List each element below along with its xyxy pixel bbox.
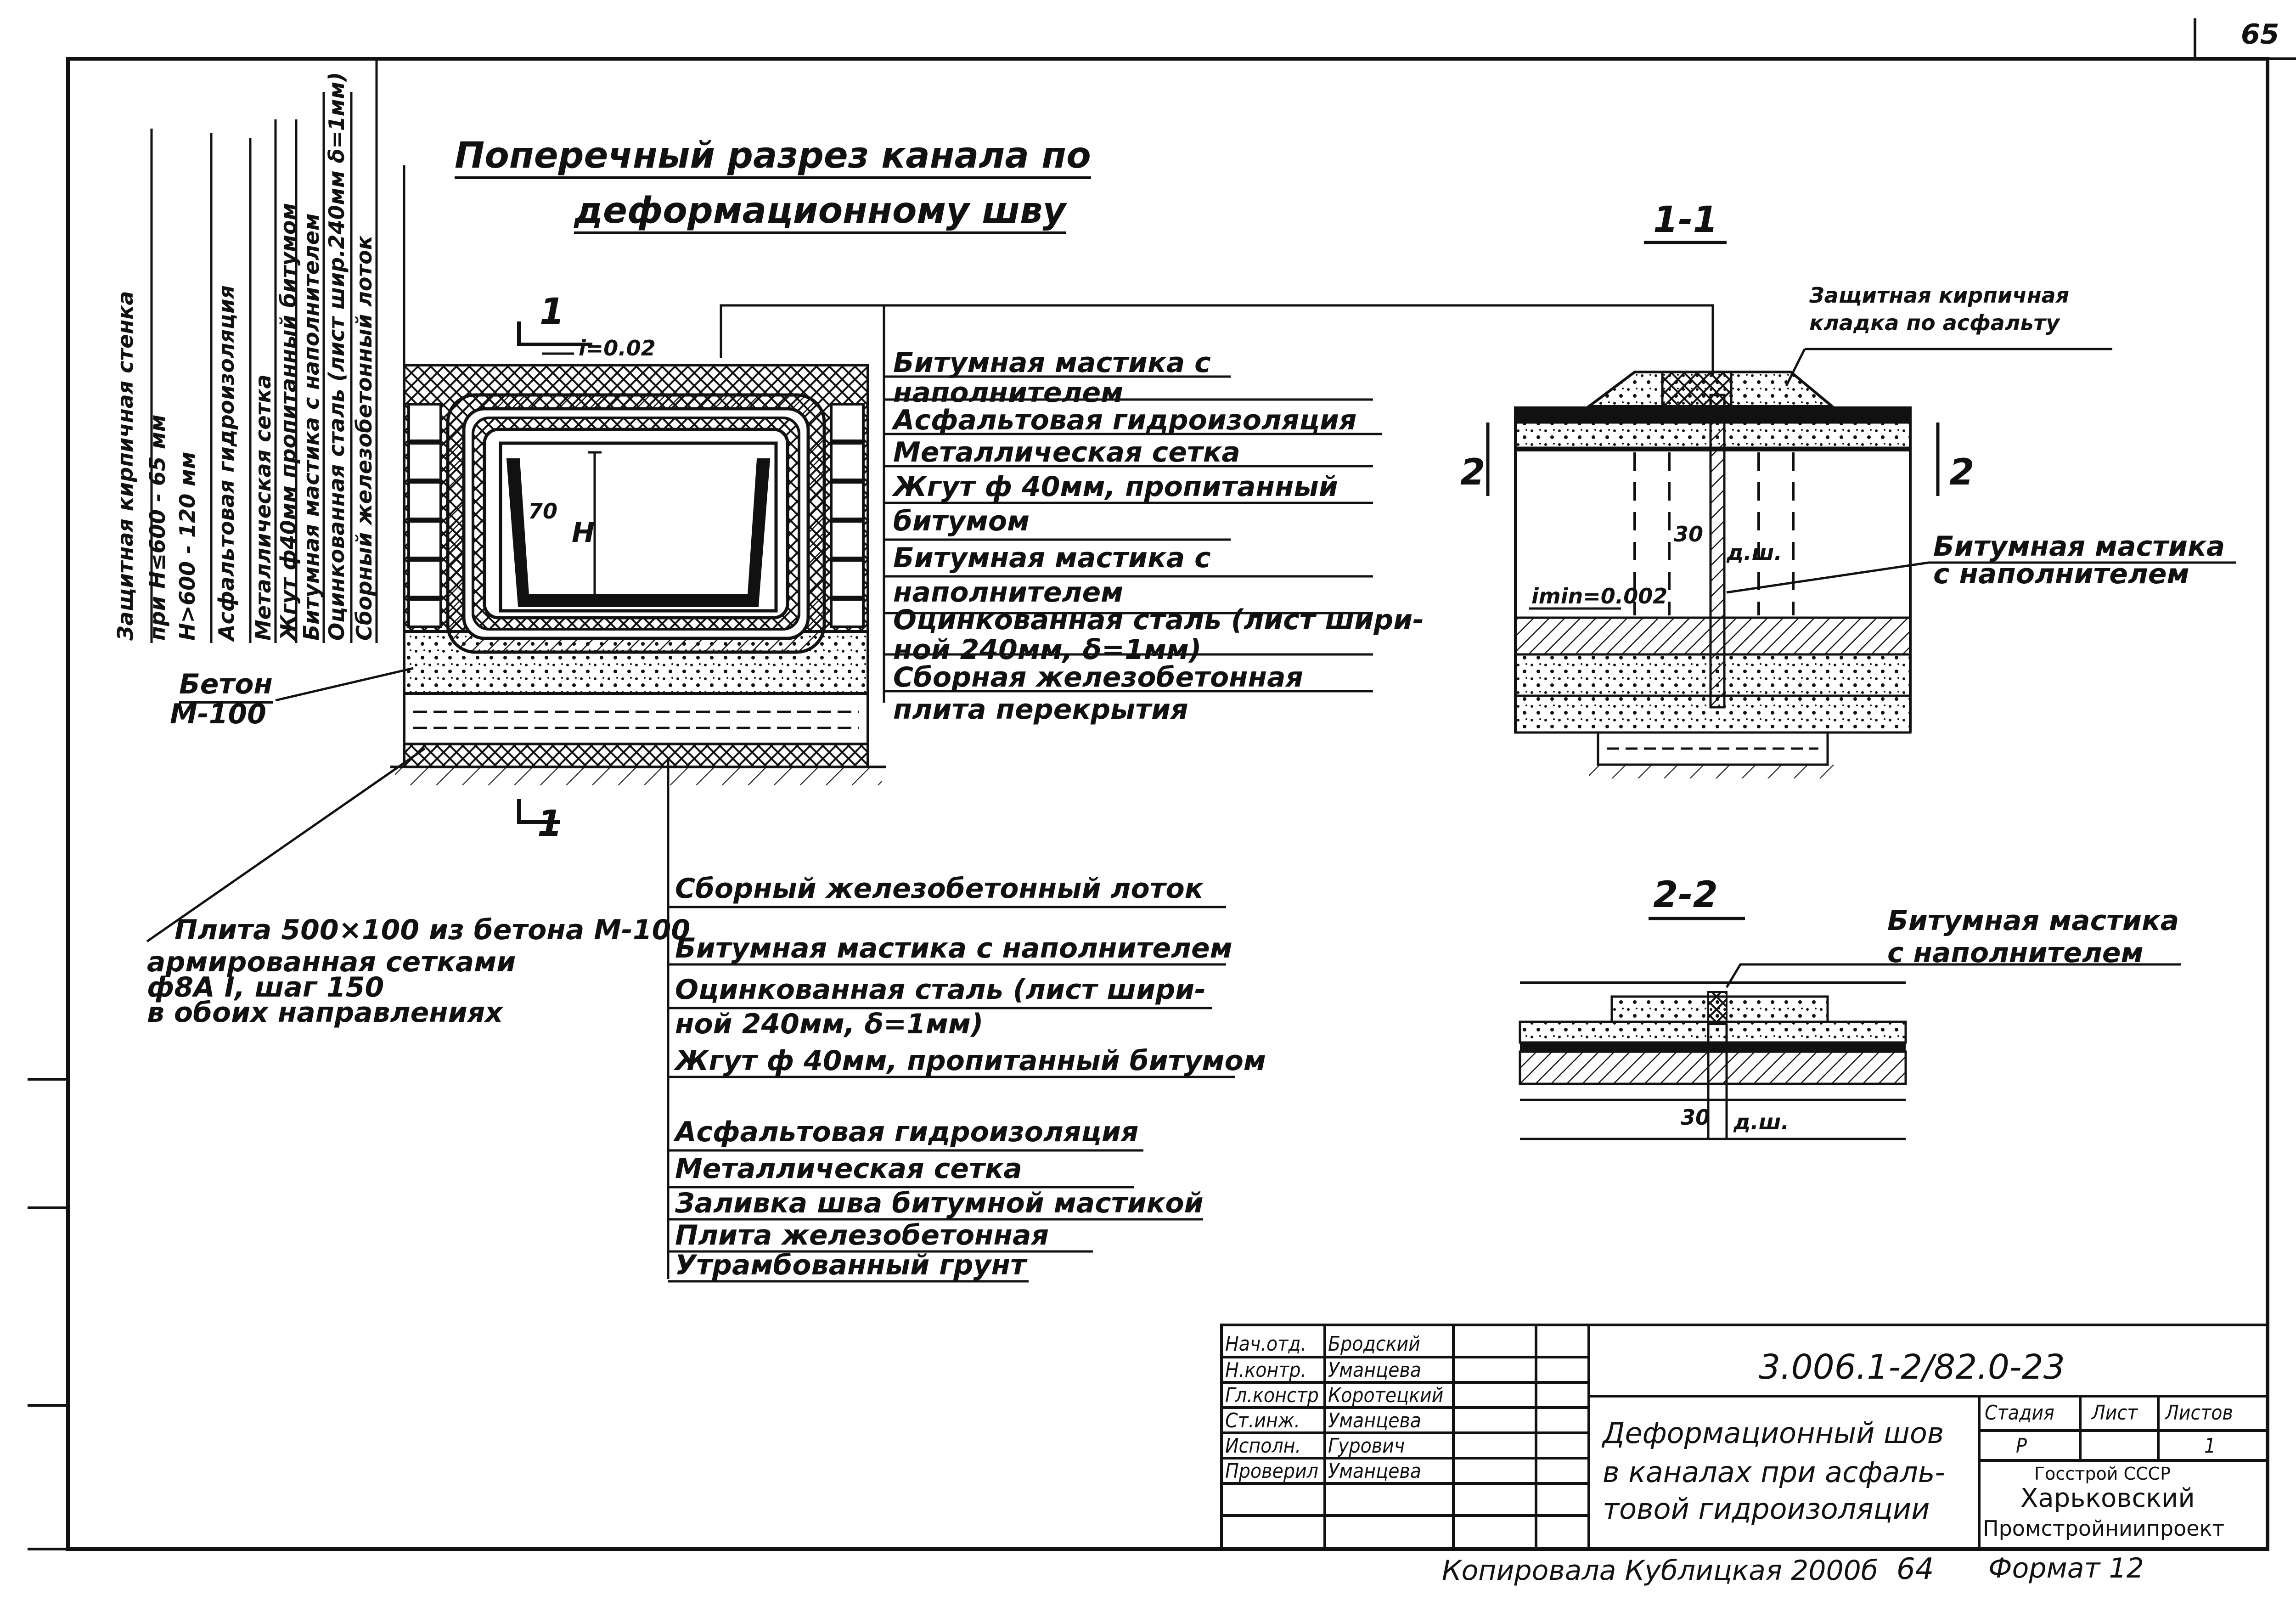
right-callout-5: битумом bbox=[893, 505, 1030, 537]
tb-name-3: Уманцева bbox=[1328, 1409, 1422, 1432]
right-callout-9: ной 240мм, δ=1мм) bbox=[893, 634, 1202, 666]
tb-name-4: Гурович bbox=[1328, 1434, 1405, 1458]
section-2-2-title: 2-2 bbox=[1653, 874, 1718, 916]
brick-wall-right bbox=[830, 403, 865, 628]
cut-marker-bottom: 1 bbox=[537, 803, 563, 845]
vertical-label-wall-h2: H>600 - 120 мм bbox=[175, 451, 200, 641]
title-block-grid bbox=[1220, 1324, 2269, 1550]
drawing-title-line2: деформационному шву bbox=[574, 193, 1066, 234]
right-callout-11: плита перекрытия bbox=[893, 693, 1188, 726]
tb-name-2: Коротецкий bbox=[1328, 1384, 1444, 1407]
bottom-callout-5: Асфальтовая гидроизоляция bbox=[675, 1116, 1139, 1148]
tb-sheets-value: 1 bbox=[2204, 1434, 2216, 1458]
plate-note-line2: армированная сетками bbox=[147, 946, 516, 978]
tb-role-3: Ст.инж. bbox=[1225, 1409, 1300, 1432]
vertical-label-hydro: Асфальтовая гидроизоляция bbox=[214, 285, 239, 641]
vertical-label-mastic: Битумная мастика с наполнителем bbox=[299, 213, 324, 641]
tb-org-3: Промстройниипроект bbox=[1983, 1516, 2225, 1541]
vertical-label-wall-h1: при H≤600 - 65 мм bbox=[145, 414, 170, 641]
dim-small: 70 bbox=[528, 499, 558, 524]
bottom-callout-2: Оцинкованная сталь (лист шири- bbox=[675, 974, 1206, 1006]
right-callout-6: Битумная мастика с bbox=[893, 542, 1211, 574]
section-2-2-dim-30: 30 bbox=[1681, 1105, 1711, 1130]
plate-note-line4: в обоих направлениях bbox=[147, 997, 503, 1029]
section-1-1-slope: imin=0.002 bbox=[1531, 584, 1668, 609]
right-callout-7: наполнителем bbox=[893, 576, 1124, 609]
tb-sheets-label: Листов bbox=[2165, 1401, 2233, 1425]
tb-name-1: Уманцева bbox=[1328, 1358, 1422, 1382]
tb-drawing-title-1: Деформационный шов bbox=[1603, 1416, 1944, 1450]
right-callout-3: Металлическая сетка bbox=[893, 436, 1240, 468]
slope-label: i=0.02 bbox=[579, 336, 656, 361]
section-1-1-left-mark: 2 bbox=[1460, 452, 1486, 493]
vertical-label-cord: Жгут ф40мм пропитанный битумом bbox=[276, 203, 301, 641]
vertical-label-wall: Защитная кирпичная стенка bbox=[113, 291, 138, 641]
tb-role-2: Гл.констр bbox=[1225, 1384, 1319, 1407]
plate-note-line1: Плита 500×100 из бетона М-100 bbox=[174, 914, 691, 946]
vertical-label-steel: Оцинкованная сталь (лист шир.240мм δ=1мм… bbox=[324, 72, 349, 641]
right-callout-10: Сборная железобетонная bbox=[893, 661, 1304, 693]
bottom-callout-4: Жгут ф 40мм, пропитанный битумом bbox=[675, 1045, 1266, 1077]
section-2-2-callout-2: с наполнителем bbox=[1887, 937, 2144, 969]
tb-org-2: Харьковский bbox=[2020, 1483, 2195, 1513]
section-2-2-callout-1: Битумная мастика bbox=[1887, 905, 2179, 937]
section-1-1 bbox=[1486, 241, 2236, 778]
drawing-title-line1: Поперечный разрез канала по bbox=[455, 138, 1091, 179]
bottom-callout-1: Битумная мастика с наполнителем bbox=[675, 932, 1232, 964]
bottom-callout-9: Утрамбованный грунт bbox=[675, 1249, 1026, 1281]
main-cross-section bbox=[146, 304, 1714, 1279]
right-callout-1: наполнителем bbox=[893, 377, 1124, 409]
bottom-callout-3: ной 240мм, δ=1мм) bbox=[675, 1008, 984, 1040]
tb-code: 3.006.1-2/82.0-23 bbox=[1759, 1347, 2065, 1387]
concrete-label: Бетон bbox=[179, 671, 273, 704]
tb-drawing-title-3: товой гидроизоляции bbox=[1603, 1492, 1930, 1526]
right-callout-8: Оцинкованная сталь (лист шири- bbox=[893, 604, 1424, 636]
vertical-label-tray: Сборный железобетонный лоток bbox=[352, 236, 377, 641]
vertical-label-mesh: Металлическая сетка bbox=[251, 374, 276, 641]
tb-name-0: Бродский bbox=[1328, 1332, 1420, 1356]
section-1-1-dim-dsh: д.ш. bbox=[1727, 540, 1782, 565]
tb-role-4: Исполн. bbox=[1225, 1434, 1301, 1458]
section-1-1-dim-30: 30 bbox=[1674, 522, 1704, 547]
dim-h: H bbox=[572, 517, 595, 549]
plate-note-line3: ф8А I, шаг 150 bbox=[147, 971, 384, 1003]
vertical-label-leaders bbox=[150, 60, 405, 643]
tb-stage-value: Р bbox=[2016, 1434, 2027, 1458]
bottom-callout-6: Металлическая сетка bbox=[675, 1153, 1022, 1185]
section-2-2 bbox=[1519, 917, 2181, 1140]
section-1-1-callout-top-1: Защитная кирпичная bbox=[1809, 283, 2070, 308]
tb-stage-label: Стадия bbox=[1985, 1401, 2054, 1425]
tb-drawing-title-2: в каналах при асфаль- bbox=[1603, 1455, 1945, 1489]
bottom-callout-8: Плита железобетонная bbox=[675, 1219, 1049, 1251]
section-2-2-dim-dsh: д.ш. bbox=[1733, 1110, 1789, 1134]
footer-copied: Копировала Кублицкая 2000б bbox=[1442, 1555, 1878, 1587]
tb-role-0: Нач.отд. bbox=[1225, 1332, 1307, 1356]
sheet-frame bbox=[28, 18, 2296, 1551]
tb-role-5: Проверил bbox=[1225, 1459, 1318, 1483]
section-1-1-mastic-2: с наполнителем bbox=[1933, 558, 2189, 590]
right-callout-0: Битумная мастика с bbox=[893, 347, 1211, 379]
right-callout-lines bbox=[884, 375, 1382, 693]
concrete-grade: М-100 bbox=[170, 698, 266, 730]
section-1-1-mastic-1: Битумная мастика bbox=[1933, 530, 2225, 563]
right-callout-2: Асфальтовая гидроизоляция bbox=[893, 404, 1357, 436]
section-1-1-title: 1-1 bbox=[1653, 199, 1718, 241]
bottom-callout-0: Сборный железобетонный лоток bbox=[675, 873, 1204, 905]
tb-sheet-label: Лист bbox=[2092, 1401, 2138, 1425]
right-callout-4: Жгут ф 40мм, пропитанный bbox=[893, 471, 1338, 503]
tb-name-5: Уманцева bbox=[1328, 1459, 1422, 1483]
footer-format: Формат 12 bbox=[1988, 1552, 2144, 1584]
bottom-callout-lines bbox=[668, 906, 1235, 1283]
tb-org-1: Госстрой СССР bbox=[2034, 1464, 2171, 1484]
tb-role-1: Н.контр. bbox=[1225, 1358, 1307, 1382]
section-1-1-callout-top-2: кладка по асфальту bbox=[1809, 310, 2060, 335]
brick-wall-left bbox=[407, 403, 442, 628]
section-1-1-right-mark: 2 bbox=[1949, 452, 1975, 493]
footer-number: 64 bbox=[1896, 1552, 1934, 1586]
cut-marker-top: 1 bbox=[540, 291, 565, 332]
bottom-callout-7: Заливка шва битумной мастикой bbox=[675, 1187, 1204, 1219]
page-number: 65 bbox=[2241, 18, 2279, 51]
